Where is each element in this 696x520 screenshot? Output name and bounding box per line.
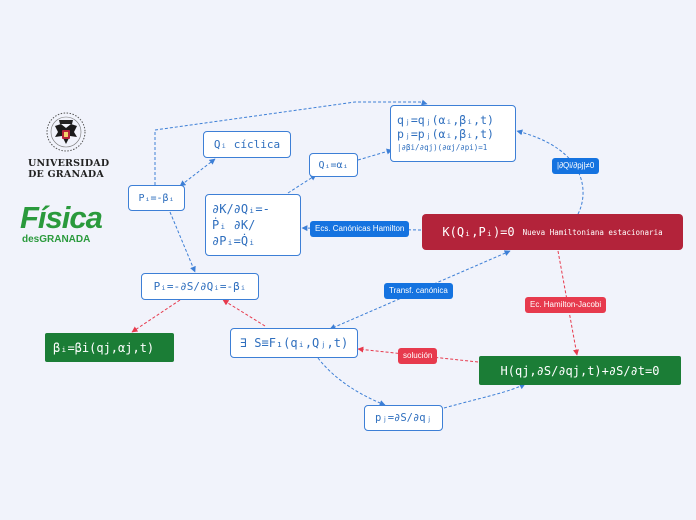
fisica-logo: Física desGRANADA [20, 202, 110, 250]
edge-pids-to-beta [131, 299, 181, 333]
hamilton-jacobi-text: H(qj,∂S/∂qj,t)+∂S/∂t=0 [500, 363, 660, 378]
exists-s-box[interactable]: ∃ S≡F₁(qᵢ,Qⱼ,t) [230, 328, 358, 358]
fisica-wordmark: Física [20, 200, 103, 235]
canonical-eq-line1: ∂K/∂Qᵢ=- [212, 202, 270, 216]
university-logo: UNIVERSIDAD DE GRANADA [28, 110, 110, 182]
qi-alpha-text: Qᵢ=αᵢ [318, 159, 349, 171]
label-ec-hamilton-jacobi[interactable]: Ec. Hamilton-Jacobi [525, 297, 607, 313]
hamilton-jacobi-box[interactable]: H(qj,∂S/∂qj,t)+∂S/∂t=0 [479, 356, 681, 385]
canonical-eq-line2: Ṗᵢ ∂K/ [212, 218, 256, 232]
university-name-line1: UNIVERSIDAD [28, 158, 110, 169]
edge-exists-to-pj [317, 357, 386, 406]
pi-ds-text: Pᵢ=-∂S/∂Qᵢ=-βᵢ [153, 280, 247, 293]
pi-beta-box[interactable]: Pᵢ=-βᵢ [128, 185, 185, 211]
qi-alpha-box[interactable]: Qᵢ=αᵢ [309, 153, 358, 177]
pj-text: pⱼ=∂S/∂qⱼ [375, 412, 432, 424]
desgranada-wordmark: desGRANADA [22, 234, 91, 245]
canonical-eq-line3: ∂Pᵢ=Q̇ᵢ [212, 234, 256, 248]
k-hamiltonian-text: K(Qᵢ,Pᵢ)=0 [442, 225, 515, 239]
edge-ciclica-to-pibeta [179, 158, 216, 187]
beta-function-box[interactable]: βᵢ=βi(qj,αj,t) [45, 333, 174, 362]
label-solucion[interactable]: solución [398, 348, 438, 364]
edge-exists-to-pids [222, 299, 266, 327]
q-functions-box[interactable]: qⱼ=qⱼ(αᵢ,βᵢ,t) pⱼ=pⱼ(αᵢ,βᵢ,t) |∂βi/∂qj)(… [390, 105, 516, 162]
qi-ciclica-box[interactable]: Qᵢ cíclica [203, 131, 291, 158]
canonical-equations-box[interactable]: ∂K/∂Qᵢ=- Ṗᵢ ∂K/ ∂Pᵢ=Q̇ᵢ [205, 194, 301, 256]
beta-function-text: βᵢ=βi(qj,αj,t) [53, 340, 155, 355]
p-function-line: pⱼ=pⱼ(αᵢ,βᵢ,t) [397, 126, 494, 141]
k-hamiltonian-box[interactable]: K(Qᵢ,Pᵢ)=0 Nueva Hamiltoniana estacionar… [422, 214, 683, 250]
determinant-condition-line: |∂βi/∂qj)(∂αj/∂pi)=1 [397, 142, 488, 152]
edge-pibeta-to-pids [169, 211, 196, 273]
label-ecs-canonicas[interactable]: Ecs. Canónicas Hamilton [310, 221, 410, 237]
edge-k-to-exists [329, 250, 511, 330]
edge-canonical-to-qialpha [287, 174, 317, 194]
university-crest-icon [46, 112, 86, 152]
edge-qialpha-to-q [357, 148, 393, 161]
pj-box[interactable]: pⱼ=∂S/∂qⱼ [364, 405, 443, 431]
k-hamiltonian-subtitle: Nueva Hamiltoniana estacionaria [522, 227, 663, 237]
pi-beta-text: Pᵢ=-βᵢ [138, 192, 175, 204]
exists-s-text: ∃ S≡F₁(qᵢ,Qⱼ,t) [239, 336, 349, 350]
label-determinant[interactable]: |∂Qi/∂pj|≠0 [552, 158, 600, 174]
edge-pj-to-hj [443, 383, 526, 409]
q-function-line: qⱼ=qⱼ(αᵢ,βᵢ,t) [397, 112, 494, 127]
qi-ciclica-text: Qᵢ cíclica [213, 138, 281, 151]
pi-ds-box[interactable]: Pᵢ=-∂S/∂Qᵢ=-βᵢ [141, 273, 259, 300]
university-name-line2: DE GRANADA [28, 169, 104, 180]
label-transf-canonica[interactable]: Transf. canónica [384, 283, 453, 299]
edge-pibeta-to-q [154, 99, 428, 185]
